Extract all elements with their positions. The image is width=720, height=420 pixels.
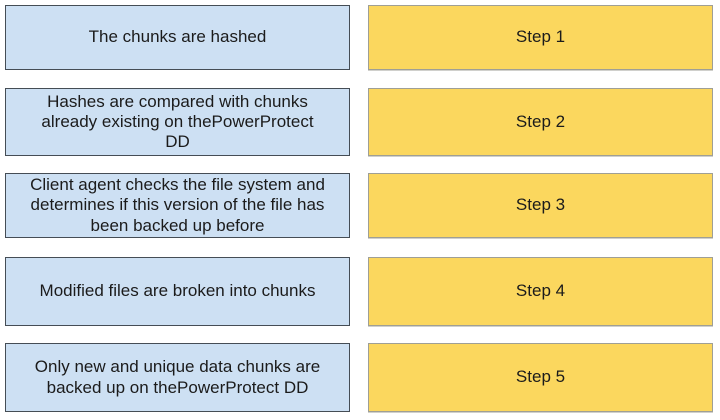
description-box-2[interactable]: Hashes are compared with chunks already … <box>5 88 350 156</box>
step-label: Step 5 <box>515 367 566 387</box>
description-box-3[interactable]: Client agent checks the file system and … <box>5 173 350 238</box>
step-label: Step 4 <box>515 281 566 301</box>
description-box-4[interactable]: Modified files are broken into chunks <box>5 257 350 326</box>
match-row-2: Hashes are compared with chunks already … <box>5 88 720 156</box>
description-text: Only new and unique data chunks are back… <box>34 357 321 397</box>
step-box-4[interactable]: Step 4 <box>368 257 713 326</box>
step-label: Step 1 <box>515 27 566 47</box>
match-row-3: Client agent checks the file system and … <box>5 173 720 238</box>
step-box-2[interactable]: Step 2 <box>368 88 713 156</box>
match-row-1: The chunks are hashed Step 1 <box>5 5 720 70</box>
step-label: Step 2 <box>515 111 566 131</box>
description-box-1[interactable]: The chunks are hashed <box>5 5 350 70</box>
description-text: Client agent checks the file system and … <box>30 175 325 235</box>
step-label: Step 3 <box>515 195 566 215</box>
description-text: Modified files are broken into chunks <box>39 281 316 301</box>
description-box-5[interactable]: Only new and unique data chunks are back… <box>5 343 350 412</box>
description-text: The chunks are hashed <box>88 27 267 47</box>
step-box-3[interactable]: Step 3 <box>368 173 713 238</box>
step-box-1[interactable]: Step 1 <box>368 5 713 70</box>
step-box-5[interactable]: Step 5 <box>368 343 713 412</box>
match-row-4: Modified files are broken into chunks St… <box>5 257 720 326</box>
match-row-5: Only new and unique data chunks are back… <box>5 343 720 412</box>
description-text: Hashes are compared with chunks already … <box>41 91 314 152</box>
